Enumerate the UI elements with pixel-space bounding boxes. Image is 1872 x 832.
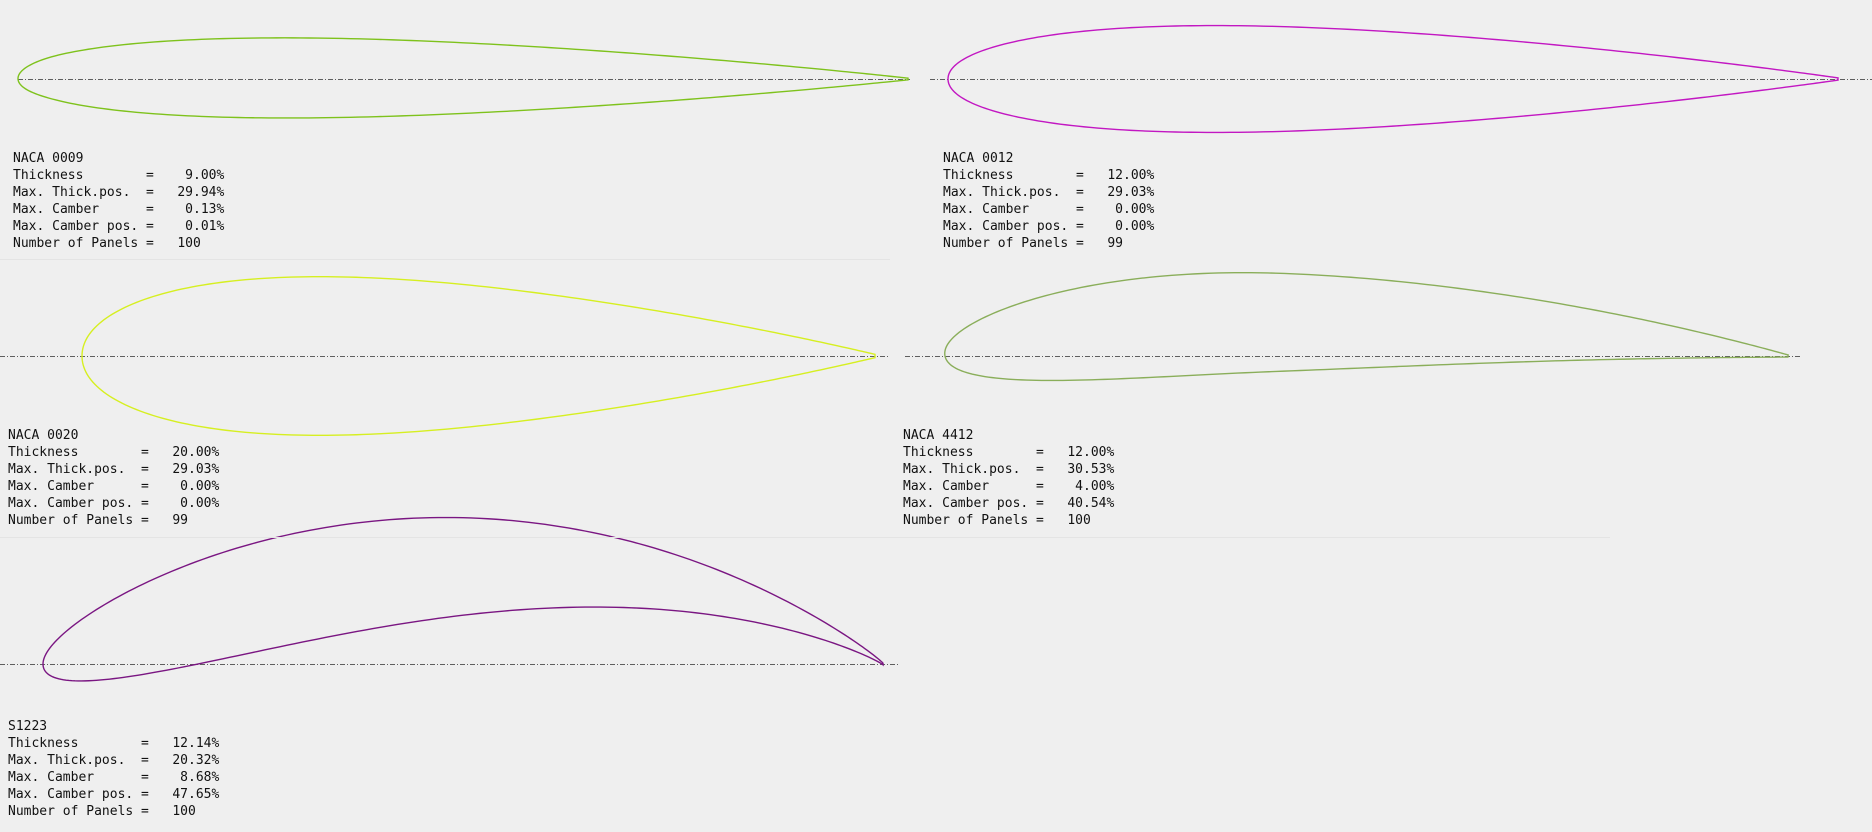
airfoil-stat-camber-pos: Max. Camber pos. = 0.00% [8,496,220,511]
airfoil-name: NACA 4412 [903,428,974,443]
airfoil-stat-thickness: Thickness = 9.00% [13,168,225,183]
airfoil-contour [81,275,876,437]
airfoil-stat-thick-pos: Max. Thick.pos. = 29.03% [943,185,1155,200]
airfoil-plot-naca-4412 [905,271,1800,382]
airfoil-contour [17,37,909,119]
airfoil-stat-camber: Max. Camber = 4.00% [903,479,1115,494]
airfoil-name: NACA 0009 [13,151,84,166]
airfoil-plot-naca-0012 [930,24,1872,134]
row-separator [0,259,890,260]
airfoil-stat-panels: Number of Panels = 99 [8,513,189,528]
airfoil-stat-thickness: Thickness = 20.00% [8,445,220,460]
airfoil-stat-panels: Number of Panels = 99 [943,236,1124,251]
airfoil-stat-camber-pos: Max. Camber pos. = 0.00% [943,219,1155,234]
airfoil-stat-panels: Number of Panels = 100 [8,804,196,819]
airfoil-contour [947,24,1839,134]
airfoil-stat-camber-pos: Max. Camber pos. = 0.01% [13,219,225,234]
airfoil-name: S1223 [8,719,48,734]
airfoil-stat-camber: Max. Camber = 0.00% [943,202,1155,217]
airfoil-stat-thickness: Thickness = 12.14% [8,736,220,751]
airfoil-plot-s1223 [0,516,900,682]
airfoil-name: NACA 0020 [8,428,79,443]
airfoil-stat-thick-pos: Max. Thick.pos. = 20.32% [8,753,220,768]
airfoil-plot-naca-0009 [17,37,910,119]
airfoil-stat-camber: Max. Camber = 0.00% [8,479,220,494]
airfoil-contour [944,271,1789,382]
airfoil-stat-camber-pos: Max. Camber pos. = 47.65% [8,787,220,802]
airfoil-stat-camber: Max. Camber = 8.68% [8,770,220,785]
airfoil-stat-panels: Number of Panels = 100 [13,236,201,251]
airfoil-stat-camber: Max. Camber = 0.13% [13,202,225,217]
airfoil-stat-panels: Number of Panels = 100 [903,513,1091,528]
airfoil-plot-naca-0020 [0,275,890,437]
airfoil-stat-thick-pos: Max. Thick.pos. = 29.94% [13,185,225,200]
airfoil-stat-thickness: Thickness = 12.00% [943,168,1155,183]
airfoil-stat-thickness: Thickness = 12.00% [903,445,1115,460]
airfoil-stat-thick-pos: Max. Thick.pos. = 30.53% [903,462,1115,477]
airfoil-contour [42,516,884,682]
airfoil-stat-camber-pos: Max. Camber pos. = 40.54% [903,496,1115,511]
airfoil-stat-thick-pos: Max. Thick.pos. = 29.03% [8,462,220,477]
airfoil-name: NACA 0012 [943,151,1014,166]
row-separator [0,537,1610,538]
